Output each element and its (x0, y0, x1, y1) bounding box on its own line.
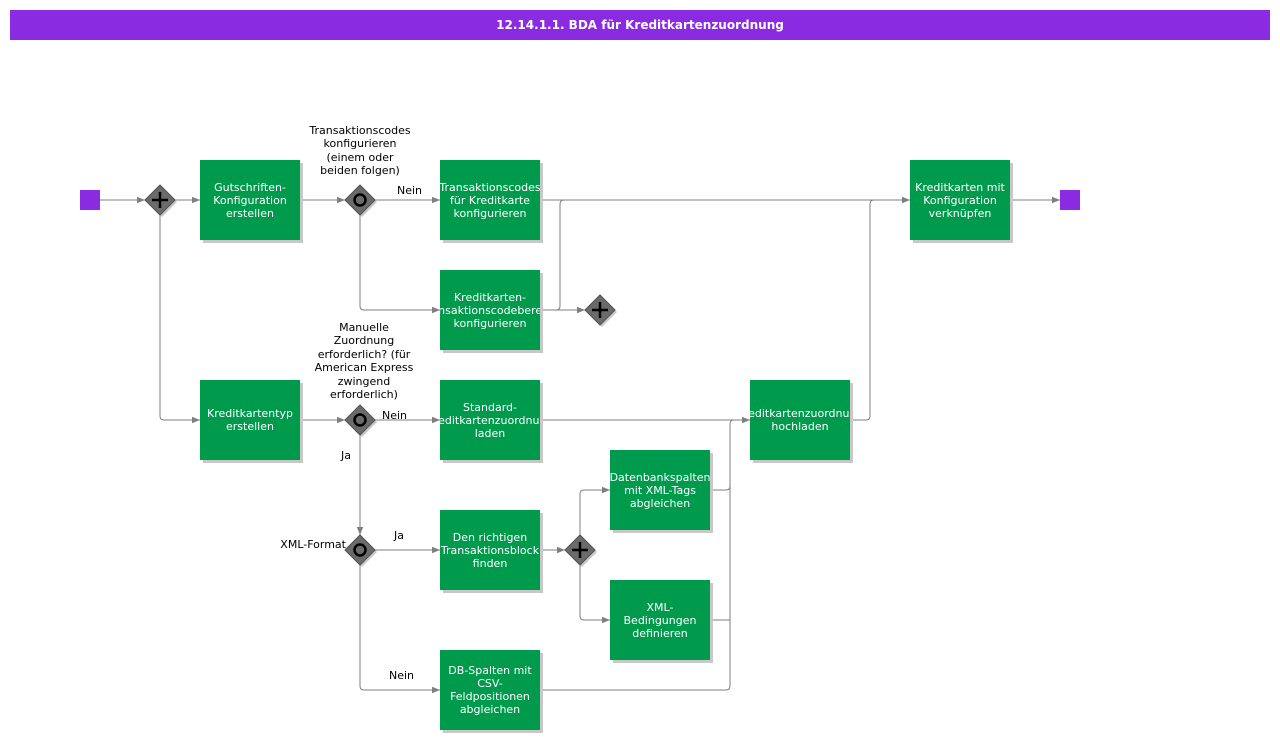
parallel-gateway-merge-icon (584, 294, 617, 327)
task-label-hochladen: Kreditkartenzuordnung hochladen (750, 407, 850, 433)
parallel-gateway-xml-split-icon (564, 534, 597, 567)
sequence-flows (100, 196, 1060, 694)
task-label-datenbankspalten: Datenbankspalten mit XML-Tags abgleichen (610, 470, 710, 510)
task-xml-bedingungen (610, 580, 713, 663)
gateway-label-xml-format: XML-Format (280, 538, 346, 551)
task-label-transaktionscodes: Transaktionscodes für Kreditkarte konfig… (440, 180, 540, 220)
flow-gateway-to-kreditkarten-transaktion (359, 215, 440, 314)
task-transaktionsblock (440, 510, 543, 593)
edge-label-nein-transaktionscodes: Nein (397, 184, 423, 197)
edge-label-ja-transaktionsblock: Ja (394, 529, 404, 542)
edge-label-nein-db-spalten: Nein (389, 669, 415, 682)
task-label-xml-bedingungen: XML- Bedingungen definieren (623, 600, 697, 640)
inclusive-gateway-xml-icon (344, 534, 377, 567)
flow-parallel-to-datenbankspalten (579, 486, 610, 535)
task-kreditkartentyp (200, 380, 303, 463)
flow-parallel-to-xml-bedingungen (579, 565, 610, 624)
gateway-label-manuelle: Manuelle Zuordnung erforderlich? (für Am… (314, 321, 414, 402)
start-event (80, 190, 100, 210)
task-verknuepfen (910, 160, 1013, 243)
edge-label-nein-standard: Nein (382, 409, 408, 422)
flow-parallel-to-kreditkartentyp (159, 215, 200, 424)
end-event (1060, 190, 1080, 210)
task-transaktionscodes (440, 160, 543, 243)
flow-db-spalten-to-hochladen (540, 424, 731, 691)
inclusive-gateway-manuelle-icon (344, 404, 377, 437)
task-label-gutschriften: Gutschriften- Konfiguration erstellen (213, 180, 287, 220)
task-label-kreditkarten-transaktion: Kreditkarten- Transaktionscodebereich ko… (440, 290, 540, 330)
task-label-verknuepfen: Kreditkarten mit Konfiguration verknüpfe… (915, 180, 1005, 220)
task-gutschriften (200, 160, 303, 243)
flow-hochladen-to-verknuepfen (850, 199, 875, 421)
task-label-transaktionsblock: Den richtigen Transaktionsblock finden (440, 530, 540, 570)
flow-kreditkarten-transaktion-merge (555, 199, 565, 311)
task-hochladen (750, 380, 853, 463)
edge-label-ja-xml: Ja (341, 449, 351, 462)
task-label-kreditkartentyp: Kreditkartentyp erstellen (207, 407, 293, 433)
task-datenbankspalten (610, 450, 713, 533)
inclusive-gateway-transaktionscodes-icon (344, 184, 377, 217)
task-db-spalten (440, 650, 543, 733)
task-label-standard: Standard- Kreditkartenzuordnung laden (440, 400, 540, 440)
task-label-db-spalten: DB-Spalten mit CSV- Feldpositionen abgle… (448, 664, 532, 716)
task-standard (440, 380, 543, 463)
flow-xml-nein-to-db-spalten (359, 565, 440, 694)
task-kreditkarten-transaktion (440, 270, 543, 353)
gateway-label-transaktionscodes: Transaktionscodes konfigurieren (einem o… (309, 124, 411, 178)
parallel-gateway-split-icon (144, 184, 177, 217)
diagram-title: 12.14.1.1. BDA für Kreditkartenzuordnung (10, 10, 1270, 40)
